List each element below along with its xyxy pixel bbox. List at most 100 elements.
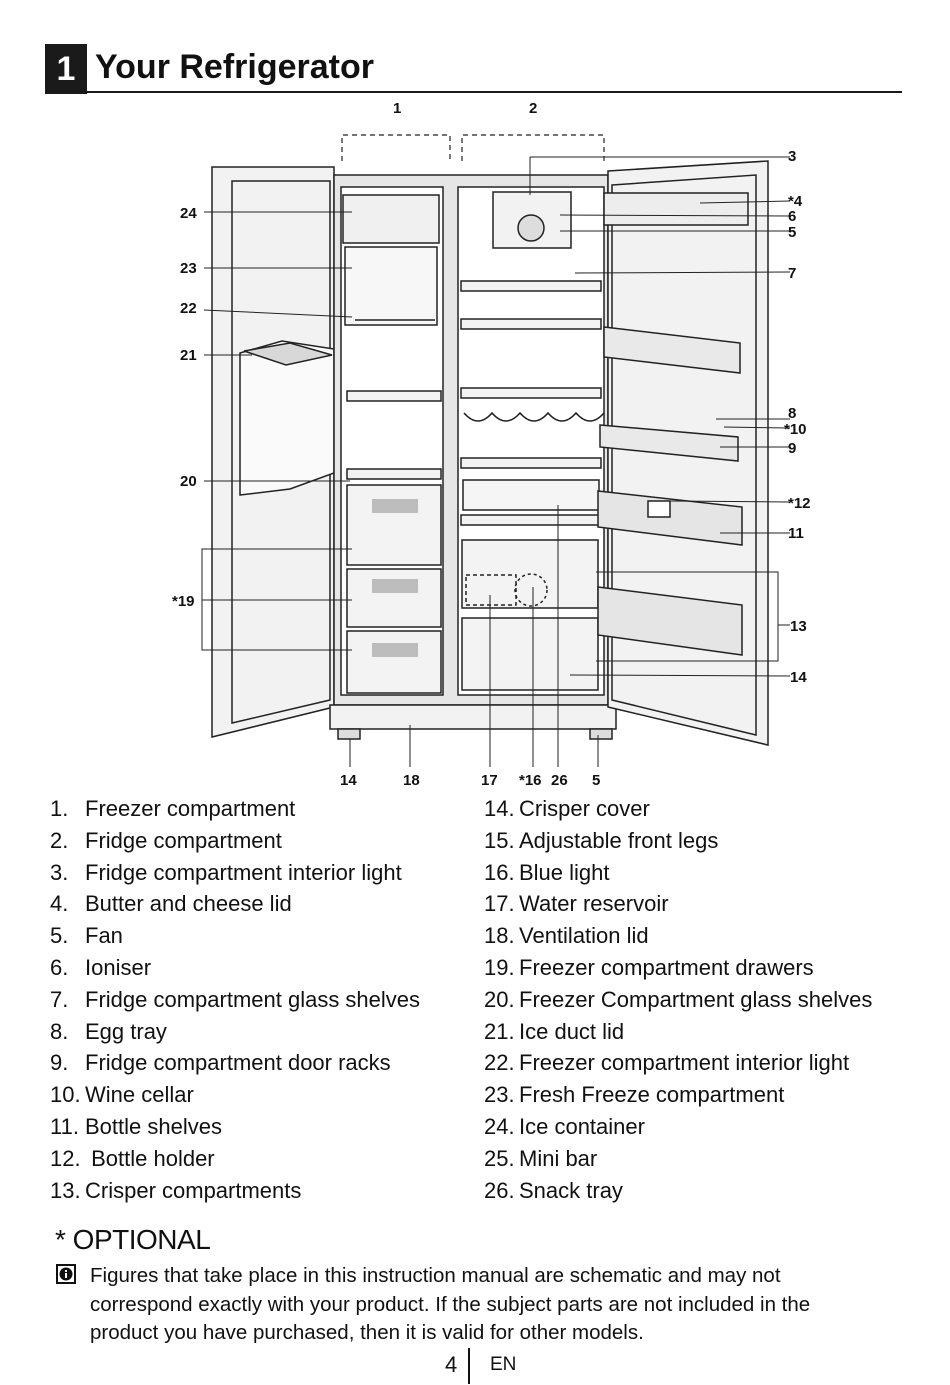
list-item: 3.Fridge compartment interior light bbox=[50, 859, 402, 885]
leader-4 bbox=[699, 200, 791, 204]
list-item: 10.Wine cellar bbox=[50, 1082, 194, 1108]
snack-tray bbox=[462, 479, 600, 511]
callout-6: 6 bbox=[788, 208, 796, 225]
footer-divider bbox=[468, 1348, 470, 1384]
ice-duct-lid bbox=[243, 342, 333, 366]
ice-container bbox=[342, 194, 440, 244]
list-item: 2.Fridge compartment bbox=[50, 827, 282, 853]
callout-5: 5 bbox=[788, 224, 796, 241]
list-item: 11.Bottle shelves bbox=[50, 1113, 222, 1139]
bottle-holder bbox=[647, 500, 671, 518]
callout-12: *12 bbox=[788, 495, 811, 512]
language-code: EN bbox=[490, 1354, 517, 1375]
callout-labels: 1 2 3 *4 6 5 7 8 *10 9 *12 11 13 14 24 2… bbox=[172, 100, 811, 789]
list-item: 6.Ioniser bbox=[50, 954, 152, 980]
base-ventilation bbox=[329, 704, 617, 730]
list-item: 9.Fridge compartment door racks bbox=[50, 1050, 391, 1076]
refrigerator-diagram: 1 2 3 *4 6 5 7 8 *10 9 *12 11 13 14 24 2… bbox=[0, 95, 950, 795]
fridge-shelf-3 bbox=[460, 387, 602, 399]
top-compartment-outline bbox=[341, 134, 605, 161]
callout-9: 9 bbox=[788, 440, 796, 457]
callout-19: *19 bbox=[172, 593, 195, 610]
crisper-drawer-2 bbox=[461, 617, 599, 691]
fridge-drawing bbox=[211, 134, 769, 746]
page-number: 4 bbox=[445, 1352, 458, 1377]
leader-22 bbox=[203, 309, 353, 318]
list-item: 18.Ventilation lid bbox=[484, 923, 649, 949]
title-rule bbox=[87, 91, 902, 93]
leader-6 bbox=[559, 214, 791, 217]
section-number: 1 bbox=[45, 44, 87, 94]
drawer-handle-1 bbox=[372, 499, 418, 513]
list-item: 5.Fan bbox=[50, 923, 123, 949]
refrigerator-diagram-svg: 1 2 3 *4 6 5 7 8 *10 9 *12 11 13 14 24 2… bbox=[172, 100, 811, 789]
list-item: 25.Mini bar bbox=[484, 1145, 598, 1171]
leader-12 bbox=[669, 500, 791, 503]
list-item: 14.Crisper cover bbox=[484, 796, 650, 821]
callout-2: 2 bbox=[529, 100, 537, 117]
callout-18: 18 bbox=[403, 772, 420, 789]
freezer-shelf-1 bbox=[346, 390, 442, 402]
bottle-shelf-2 bbox=[597, 586, 743, 656]
butter-cheese-lid bbox=[603, 192, 749, 226]
callout-7: 7 bbox=[788, 265, 796, 282]
freezer-drawer-2 bbox=[346, 568, 442, 628]
leader-lines bbox=[201, 156, 791, 767]
callout-20: 20 bbox=[180, 473, 197, 490]
callout-10: *10 bbox=[784, 421, 807, 438]
info-icon bbox=[56, 1264, 76, 1284]
water-reservoir bbox=[465, 574, 517, 606]
callout-17: 17 bbox=[481, 772, 498, 789]
callout-16: *16 bbox=[519, 772, 542, 789]
list-item: 20.Freezer Compartment glass shelves bbox=[484, 986, 873, 1012]
list-item: 17.Water reservoir bbox=[484, 891, 669, 917]
fridge-shelf-1 bbox=[460, 280, 602, 292]
callout-23: 23 bbox=[180, 260, 197, 277]
fridge-shelf-4 bbox=[460, 457, 602, 469]
list-item: 13.Crisper compartments bbox=[50, 1177, 302, 1203]
list-item: 26.Snack tray bbox=[484, 1177, 623, 1203]
optional-note: * OPTIONAL bbox=[55, 1224, 211, 1255]
list-item: 16.Blue light bbox=[484, 859, 610, 885]
section-header: 1 Your Refrigerator bbox=[45, 44, 902, 94]
drawer-handle-2 bbox=[372, 579, 418, 593]
leader-13-bracket bbox=[596, 571, 779, 662]
callout-3: 3 bbox=[788, 148, 796, 165]
list-item: 12. Bottle holder bbox=[50, 1145, 215, 1171]
info-note-text: Figures that take place in this instruct… bbox=[90, 1264, 811, 1344]
callout-13: 13 bbox=[790, 618, 807, 635]
list-item: 7.Fridge compartment glass shelves bbox=[50, 986, 421, 1012]
fan-grille bbox=[517, 214, 545, 242]
list-item: 8.Egg tray bbox=[50, 1018, 167, 1044]
freezer-shelf-2 bbox=[346, 468, 442, 480]
page-footer: 4 EN bbox=[0, 1348, 950, 1384]
front-leg-left bbox=[337, 728, 361, 740]
drawer-handle-3 bbox=[372, 643, 418, 657]
callout-8: 8 bbox=[788, 405, 796, 422]
blue-light bbox=[514, 573, 548, 607]
callout-1: 1 bbox=[393, 100, 401, 117]
list-item: 1.Freezer compartment bbox=[50, 796, 296, 821]
left-door-inner bbox=[231, 180, 331, 724]
list-item: 15.Adjustable front legs bbox=[484, 827, 719, 853]
door-rack-2 bbox=[599, 424, 739, 462]
freezer-drawer-3 bbox=[346, 630, 442, 694]
leader-7 bbox=[574, 271, 791, 274]
crisper-cover bbox=[460, 514, 602, 526]
callout-26: 26 bbox=[551, 772, 568, 789]
callout-24: 24 bbox=[180, 205, 197, 222]
leader-14 bbox=[569, 674, 791, 677]
callout-14-bottom: 14 bbox=[340, 772, 357, 789]
leader-10 bbox=[723, 426, 791, 429]
fresh-freeze-box bbox=[344, 246, 438, 326]
page-title: Your Refrigerator bbox=[95, 48, 374, 86]
parts-list-left: 1.Freezer compartment 2.Fridge compartme… bbox=[50, 793, 420, 1206]
list-item: 23.Fresh Freeze compartment bbox=[484, 1082, 785, 1108]
wine-cellar bbox=[463, 411, 605, 422]
callout-5-bottom: 5 bbox=[592, 772, 600, 789]
fridge-shelf-2 bbox=[460, 318, 602, 330]
parts-list-right: 14.Crisper cover 15.Adjustable front leg… bbox=[484, 793, 872, 1206]
door-rack-1 bbox=[603, 326, 741, 374]
list-item: 4.Butter and cheese lid bbox=[50, 891, 292, 917]
callout-14: 14 bbox=[790, 669, 807, 686]
